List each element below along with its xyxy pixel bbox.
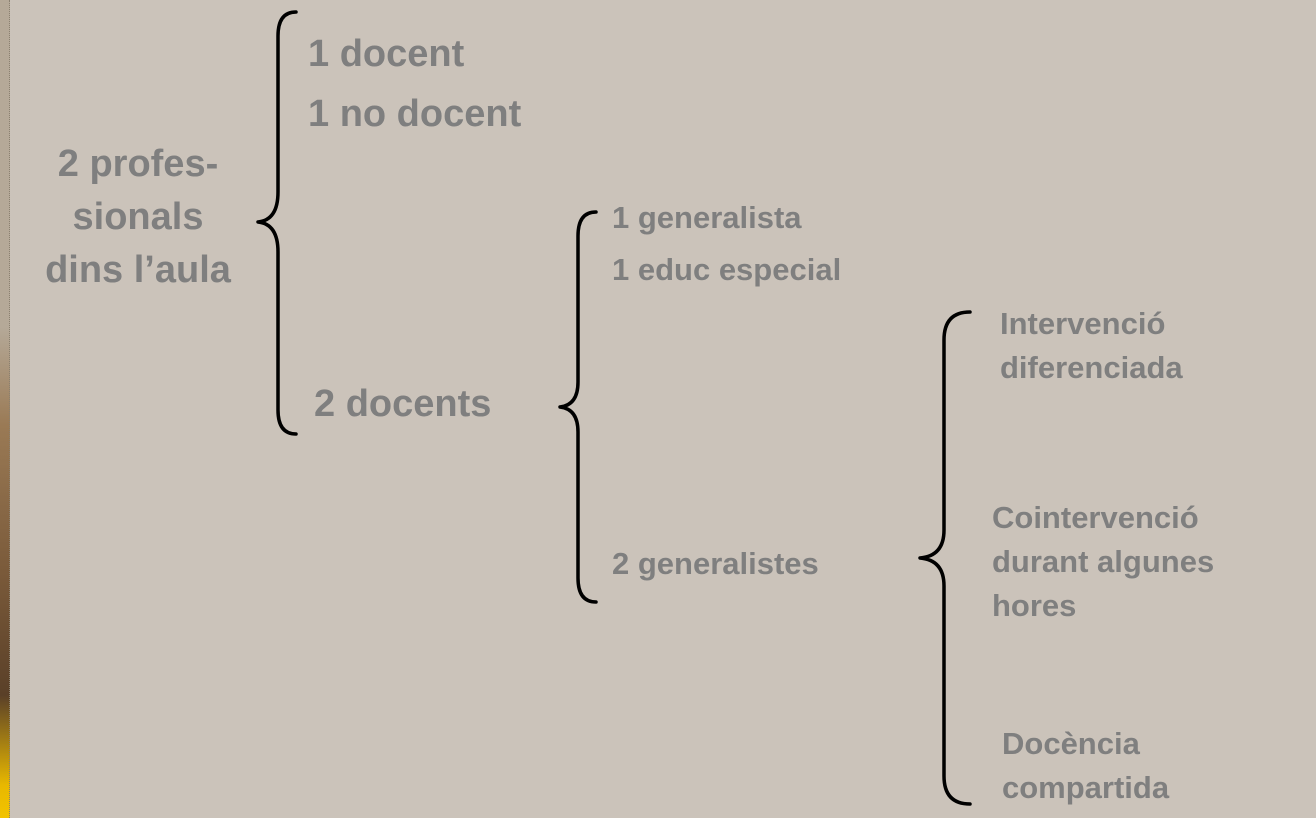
brace-root (256, 10, 298, 436)
node-1-generalista: 1 generalista (612, 200, 802, 235)
node-docencia-compartida: Docència compartida (1002, 726, 1170, 805)
node-intervencio-diferenciada: Intervenció diferenciada (1000, 306, 1183, 385)
brace-docents (558, 210, 598, 604)
node-cointervencio: Cointervenció durant algunes hores (992, 500, 1215, 623)
left-edge-decoration (0, 0, 10, 818)
node-2-docents: 2 docents (314, 383, 492, 425)
root-node: 2 profes- sionals dins l’aula (45, 143, 231, 291)
node-1-educ-especial: 1 educ especial (612, 252, 842, 287)
node-1-docent: 1 docent (308, 33, 465, 75)
node-1-no-docent: 1 no docent (308, 93, 522, 135)
node-2-generalistes: 2 generalistes (612, 546, 819, 581)
brace-generalistes (918, 310, 972, 806)
